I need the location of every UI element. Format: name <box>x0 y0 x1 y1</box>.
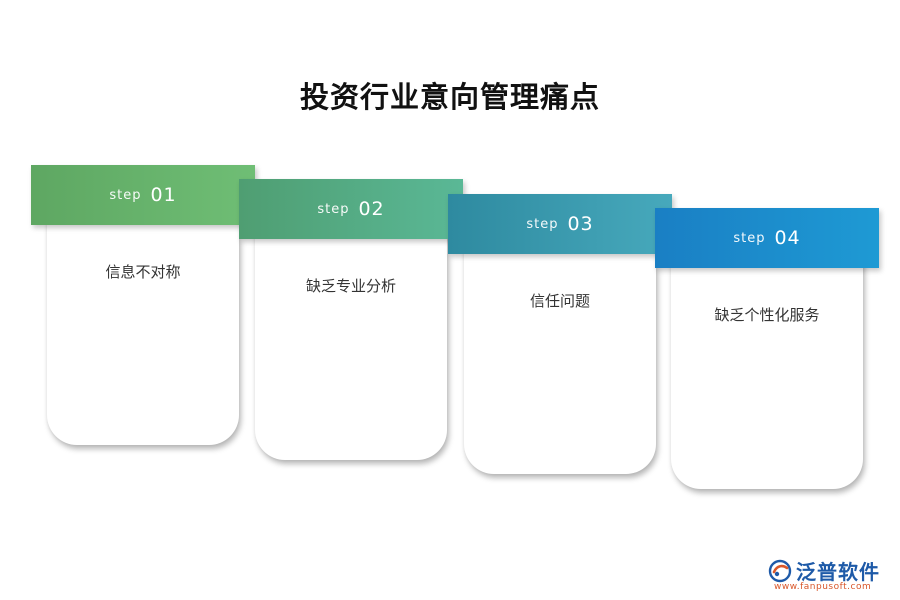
step-4-number: 04 <box>774 227 801 249</box>
step-1-header: step 01 <box>31 165 255 225</box>
step-4-word: step <box>733 230 766 246</box>
brand-url: www.fanpusoft.com <box>774 582 872 592</box>
step-2-word: step <box>317 201 350 217</box>
step-2-text: 缺乏专业分析 <box>305 277 396 295</box>
step-3-word: step <box>526 216 559 232</box>
step-1-card: 信息不对称 <box>47 205 239 445</box>
fanpu-logo-icon <box>768 559 792 582</box>
step-4-text: 缺乏个性化服务 <box>714 306 820 324</box>
brand-name: 泛普软件 <box>796 560 880 584</box>
step-2-number: 02 <box>358 198 385 220</box>
step-1-number: 01 <box>150 184 177 206</box>
step-3-number: 03 <box>567 213 594 235</box>
brand-logo: 泛普软件 <box>768 556 880 585</box>
step-2-card: 缺乏专业分析 <box>255 219 447 460</box>
diagram-title: 投资行业意向管理痛点 <box>299 80 600 114</box>
step-3-header: step 03 <box>448 194 672 254</box>
step-3-text: 信任问题 <box>529 292 590 310</box>
step-1-text: 信息不对称 <box>105 263 181 281</box>
step-2-header: step 02 <box>239 179 463 239</box>
step-3-card: 信任问题 <box>464 234 656 474</box>
step-4-header: step 04 <box>655 208 879 268</box>
step-4-card: 缺乏个性化服务 <box>671 248 863 489</box>
step-1-word: step <box>109 187 142 203</box>
